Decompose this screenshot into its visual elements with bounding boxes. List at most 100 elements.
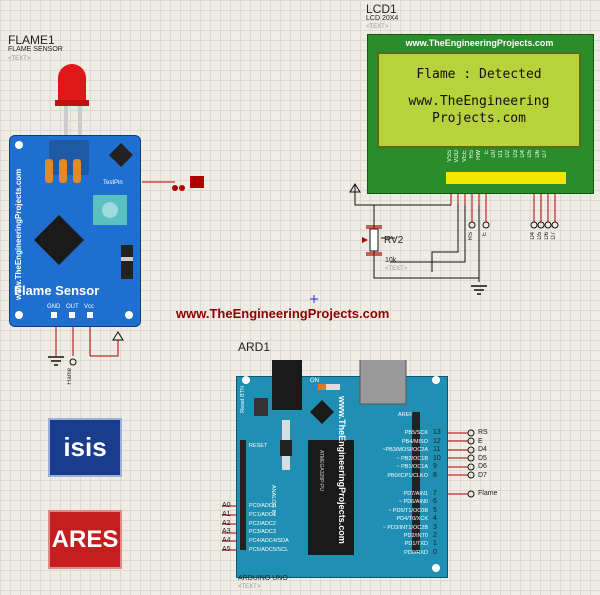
- on-label: ON: [310, 378, 319, 384]
- lcd-net-label: RS: [468, 232, 474, 241]
- digital-net-label: Flame: [478, 490, 498, 497]
- lcd-line-1: Flame : Detected: [416, 67, 542, 82]
- arduino-text-placeholder: <TEXT>: [238, 584, 261, 590]
- arduino-url: www.TheEngineeringProjects.com: [337, 396, 347, 544]
- pot-ref: RV2: [384, 235, 404, 246]
- digital-pin-label: PD2/INT0: [403, 533, 428, 539]
- lcd-pin-label: D4: [520, 150, 526, 158]
- digital-pin-label: ~PB3/MOSI/OC2A: [382, 447, 428, 453]
- digital-pin-label: PD0/RXD: [404, 549, 428, 556]
- lcd-net-label: D4: [530, 232, 536, 240]
- lcd-pin-label: D3: [512, 150, 519, 158]
- analog-pin-label: PC0/ADC0: [249, 503, 276, 509]
- digital-net-label: D4: [478, 446, 487, 453]
- lcd-net-label: E: [482, 232, 488, 237]
- flame-led-icon: [55, 64, 89, 138]
- digital-pin-label: PD1/TXD: [404, 541, 428, 548]
- sensor-board-label: Flame Sensor: [14, 283, 100, 298]
- arduino-part: ARDUINO UNO: [238, 575, 288, 582]
- lcd-pin-label: E: [483, 150, 490, 155]
- digital-pin-number: 1: [433, 540, 437, 548]
- digital-pin-number: 8: [433, 471, 437, 479]
- analog-pin-label: PC2/ADC2: [249, 520, 276, 527]
- digital-pin-number: 7: [433, 490, 437, 497]
- reset-btn-label[interactable]: Reset BTN: [240, 386, 246, 413]
- testpin-label: TestPin: [103, 180, 123, 186]
- analog-pin-number: A5: [222, 546, 231, 553]
- analog-pin-number: A0: [222, 502, 231, 509]
- sensor-pin-out: OUT: [66, 304, 79, 310]
- digital-pin-number: 6: [433, 498, 437, 506]
- lcd-line-3: Projects.com: [432, 111, 526, 126]
- analog-pin-label: PC4/ADC4/SDA: [249, 538, 289, 545]
- lcd-pin-label: D0: [490, 150, 497, 158]
- digital-net-label: D6: [478, 463, 487, 470]
- lcd-board-url: www.TheEngineeringProjects.com: [405, 38, 554, 48]
- digital-pin-number: 0: [433, 548, 437, 556]
- sensor-pin-vcc: Vcc: [84, 304, 95, 310]
- lcd-text-placeholder: <TEXT>: [366, 24, 389, 30]
- arduino-graphics: [240, 360, 440, 572]
- digital-pin-label: PD7/AIN1: [403, 491, 428, 497]
- sensor-pin-gnd: GND: [47, 304, 61, 310]
- analog-pin-label: PC3/ADC3: [249, 529, 276, 536]
- isis-logo[interactable]: isis: [48, 418, 122, 477]
- digital-pin-number: 10: [433, 454, 441, 462]
- lcd-pin-label: RS: [468, 150, 475, 159]
- lcd-pin-header: [446, 172, 566, 184]
- digital-pin-number: 12: [433, 437, 441, 445]
- flame-text-placeholder: <TEXT>: [8, 56, 31, 62]
- pot-value: 10k: [385, 257, 397, 264]
- lcd-pin-label: RW: [476, 150, 483, 160]
- flame-net-label: Flame: [67, 368, 73, 385]
- lcd-pin-label: D2: [505, 150, 512, 158]
- digital-net-label: D5: [478, 454, 487, 462]
- digital-pin-number: 4: [433, 515, 437, 523]
- digital-pin-label: PB0/ICP1/CLKO: [387, 472, 428, 479]
- pot-text-placeholder: <TEXT>: [385, 266, 408, 272]
- flame-sensor-graphics: [15, 140, 133, 319]
- digital-pin-label: ~ PD5/T1/OC0B: [388, 507, 428, 514]
- lcd-net-label: D6: [544, 232, 550, 240]
- lcd-part: LCD 20X4: [366, 15, 399, 22]
- main-url: www.TheEngineeringProjects.com: [176, 306, 390, 321]
- analog-pin-label: PC5/ADC5/SCL: [249, 547, 289, 553]
- arduino-ref: ARD1: [238, 340, 271, 354]
- digital-pin-label: ~ PB2/OC1B: [396, 455, 428, 462]
- lcd-net-label: D5: [537, 232, 543, 240]
- chip-label: ATMEGA328P-PU: [318, 450, 324, 492]
- lcd-net-label: D7: [551, 232, 557, 240]
- lcd-pin-label: VEE: [461, 150, 468, 163]
- digital-pin-number: 11: [433, 446, 441, 453]
- digital-pin-label: ~ PB1/OC1A: [396, 464, 428, 470]
- digital-pin-number: 3: [433, 523, 437, 531]
- flame-ref: FLAME1: [8, 33, 55, 47]
- digital-pin-label: PB4/MISO: [402, 438, 428, 445]
- lcd-pin-label: VDD: [454, 150, 461, 163]
- digital-pin-label: ~ PD6/AIN0: [398, 499, 428, 506]
- digital-pin-label: PD4/T0/XCK: [396, 516, 428, 523]
- lcd-line-2: www.TheEngineering: [408, 94, 550, 109]
- digital-pin-label: PB5/SCK: [404, 430, 428, 436]
- digital-net-label: E: [478, 437, 483, 445]
- ares-logo[interactable]: ARES: [48, 510, 122, 569]
- digital-pin-number: 2: [433, 532, 437, 539]
- flame-part: FLAME SENSOR: [8, 46, 63, 53]
- reset-label: RESET: [249, 443, 268, 449]
- digital-pin-number: 5: [433, 506, 437, 514]
- analog-pin-label: PC1/ADC1: [249, 511, 276, 518]
- digital-net-label: RS: [478, 429, 488, 436]
- lcd-screen: Flame : Detected www.TheEngineering Proj…: [377, 52, 581, 148]
- digital-pin-number: 13: [433, 429, 441, 436]
- lcd-ref: LCD1: [366, 2, 397, 16]
- lcd-pin-label: D6: [534, 150, 541, 158]
- analog-in-label: ANALOG IN: [270, 485, 276, 515]
- digital-pin-number: 9: [433, 463, 437, 470]
- lcd-pin-label: D5: [527, 150, 534, 158]
- analog-pin-number: A3: [222, 528, 231, 536]
- analog-pin-number: A1: [222, 510, 231, 518]
- analog-pin-number: A4: [222, 537, 231, 545]
- digital-pin-label: ~ PD3/INT1/OC2B: [382, 524, 428, 531]
- sensor-url: www.TheEngineeringProjects.com: [14, 168, 23, 300]
